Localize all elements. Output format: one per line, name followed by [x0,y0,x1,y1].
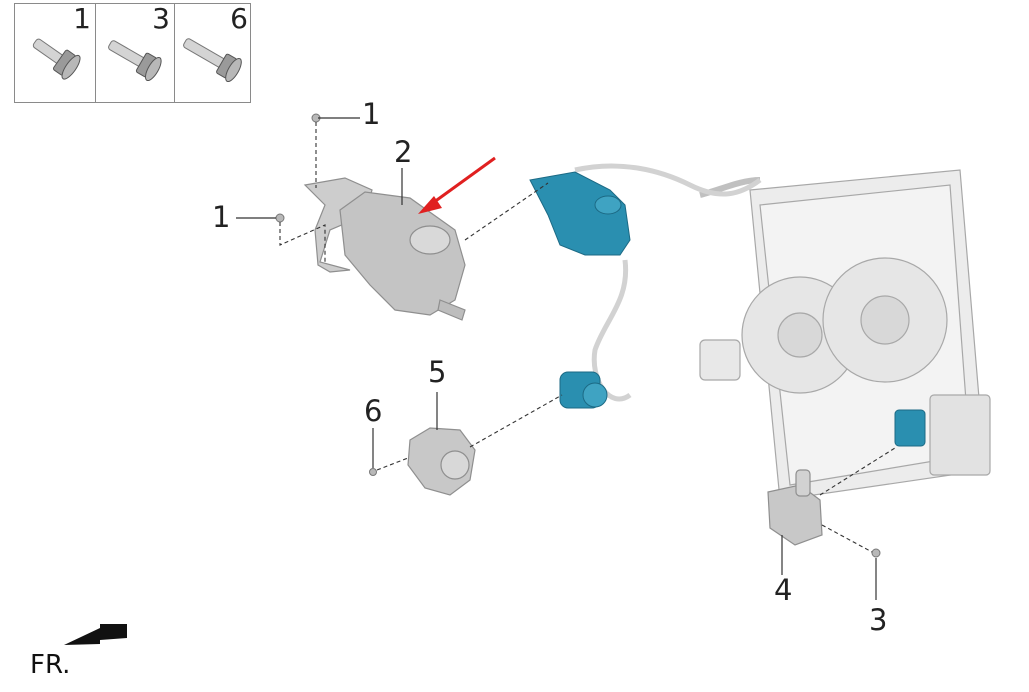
legend-number-3: 3 [152,2,170,35]
pump-installed [559,371,608,409]
bolt-long-icon [183,38,242,83]
valve-installed [894,409,926,447]
legend-number-6: 6 [230,2,248,35]
callout-1-left: 1 [212,200,231,234]
expansion-tank [303,177,466,321]
radiator-fan-assembly [699,169,991,501]
callout-5: 5 [428,355,447,389]
coolant-valve [767,469,823,546]
legend-cell-1: 1 [15,2,96,102]
expansion-tank-installed [529,171,631,256]
fasteners [275,113,881,558]
legend-number-1: 1 [73,2,91,35]
leader-lines [236,117,877,600]
callout-3: 3 [869,603,888,637]
front-direction-arrow [64,624,127,645]
legend-cell-6: 6 [175,2,252,102]
callout-6: 6 [364,394,383,428]
bolt-short-icon [32,38,81,80]
coolant-hose-upper [574,163,762,197]
legend-cell-3: 3 [96,2,175,102]
bolt-medium-icon [108,40,162,82]
callout-2: 2 [394,135,413,169]
electric-pump [407,427,476,496]
callout-1-top: 1 [362,97,381,131]
callout-4: 4 [774,573,793,607]
coolant-hose-lower [591,259,632,402]
front-direction-label: FR. [30,650,71,680]
pointer-arrow [418,156,496,214]
installation-lines [279,122,896,553]
fastener-legend: 1 3 6 [14,2,252,103]
